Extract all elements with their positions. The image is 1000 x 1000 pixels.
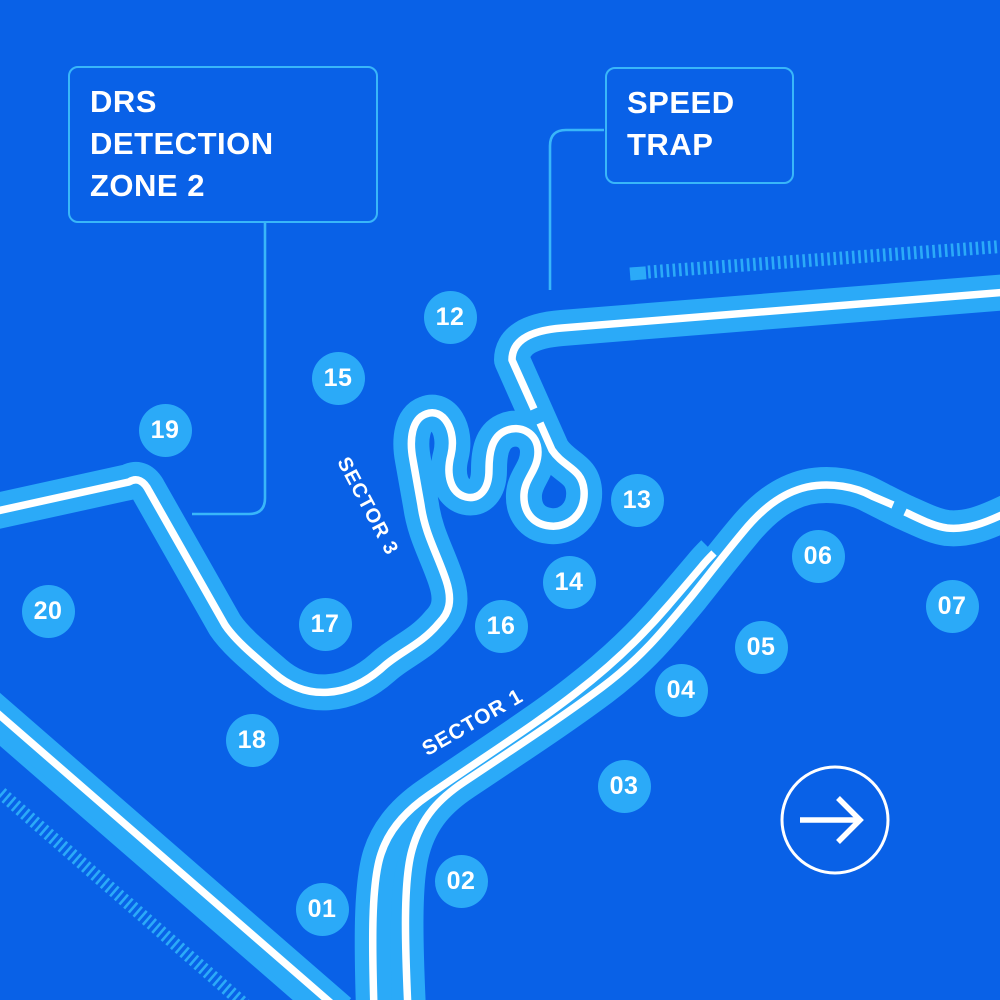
speed-trap-callout: SPEED TRAP [605,67,794,184]
track-centerline-start-straight [0,710,334,1000]
turn-marker-03: 03 [597,759,651,813]
turn-marker-18: 18 [225,713,279,767]
track-centerline-sector1-outer-b [903,508,1000,533]
drs-detection-zone-callout: DRS DETECTION ZONE 2 [68,66,378,223]
direction-arrow-circle [780,765,890,875]
turn-marker-12: 12 [423,290,477,344]
turn-marker-06: 06 [791,529,845,583]
track-centerline-main-a [508,288,1000,411]
drs-zone-hatching-start-block [629,266,647,281]
pit-lane-line [0,732,308,1000]
turn-marker-20: 20 [21,584,75,638]
drs-connector-line [192,223,267,516]
direction-arrow-head [836,796,864,844]
drs-callout-line3: ZONE 2 [90,168,205,203]
track-centerline-sector1-inner [368,550,717,1000]
speed-trap-line2: TRAP [627,127,714,162]
drs-callout-line1: DRS [90,84,157,119]
turn-marker-15: 15 [311,351,365,405]
direction-arrow [780,765,890,875]
speed-trap-connector-line [548,128,604,290]
turn-marker-05: 05 [734,620,788,674]
turn-marker-14: 14 [542,555,596,609]
turn-marker-19: 19 [138,403,192,457]
turn-marker-01: 01 [295,882,349,936]
drs-callout-line2: DETECTION [90,126,274,161]
speed-trap-line1: SPEED [627,85,735,120]
turn-marker-04: 04 [654,663,708,717]
turn-marker-02: 02 [434,854,488,908]
track-centerline-sector1-outer-a [401,481,895,1000]
turn-marker-17: 17 [298,597,352,651]
turn-marker-16: 16 [474,599,528,653]
track-centerline-main-b [0,409,588,697]
drs-zone-hatching [647,240,1000,279]
turn-marker-13: 13 [610,473,664,527]
turn-marker-07: 07 [925,579,979,633]
